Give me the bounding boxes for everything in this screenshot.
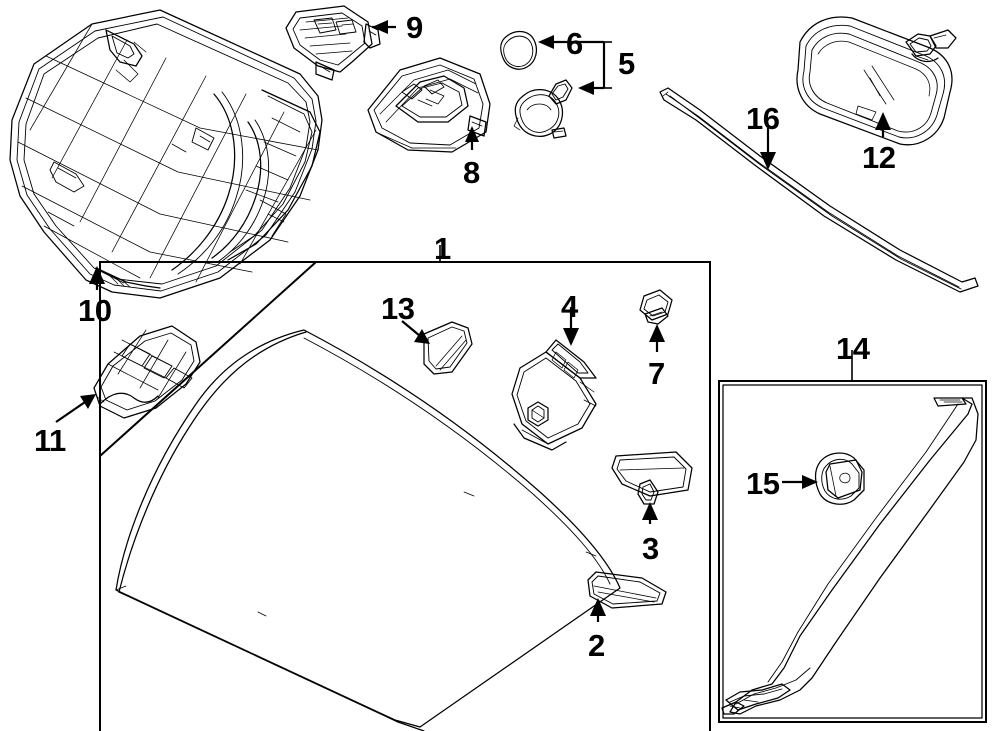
- group-box-windshield-outline: [99, 261, 711, 731]
- part-inside-rearview-mirror: [796, 16, 957, 146]
- leader-12: [875, 112, 891, 137]
- leader-2: [590, 598, 606, 622]
- callout-label-9: 9: [406, 10, 423, 45]
- group-box-windshield: [99, 261, 711, 731]
- part-console-mounting-bracket: [285, 5, 381, 81]
- part-headliner-panel: [9, 9, 323, 299]
- part-sensor-cover-cap: [423, 321, 473, 375]
- part-map-lamp-housing: [367, 57, 491, 153]
- part-front-pillar-trim-panel: [721, 397, 979, 715]
- leader-4: [563, 307, 579, 346]
- group-box-pillar-trim: [718, 380, 987, 723]
- part-lower-molding-dam: [587, 571, 667, 609]
- part-windshield-reveal-molding: [659, 87, 979, 293]
- callout-label-12: 12: [862, 140, 896, 175]
- part-retainer-clip: [639, 289, 673, 325]
- leader-8: [465, 126, 479, 150]
- leader-9: [372, 20, 396, 34]
- part-mirror-mount-cover: [500, 30, 537, 70]
- callout-label-15: 15: [746, 466, 780, 501]
- leader-6-5: [538, 35, 612, 95]
- callout-label-4: 4: [561, 289, 578, 324]
- callout-label-2: 2: [588, 628, 605, 663]
- callout-label-5: 5: [618, 46, 635, 81]
- leader-16: [760, 128, 776, 170]
- callout-label-3: 3: [642, 531, 659, 566]
- callout-label-7: 7: [648, 356, 665, 391]
- leader-15: [782, 475, 818, 489]
- part-windshield-glass: [115, 329, 621, 731]
- callout-label-11: 11: [34, 423, 66, 458]
- leader-11: [55, 394, 96, 423]
- leader-13: [401, 320, 430, 344]
- callout-label-14: 14: [836, 331, 870, 366]
- part-pillar-trim-clip: [814, 452, 865, 505]
- leader-3: [642, 502, 658, 524]
- part-upper-molding-spacer: [611, 451, 693, 505]
- callout-label-6: 6: [566, 26, 583, 61]
- callout-label-16: 16: [746, 101, 780, 136]
- part-visor-support-bracket: [93, 325, 201, 419]
- part-mirror-base-assembly: [513, 79, 573, 139]
- leader-7: [649, 324, 665, 352]
- callout-label-10: 10: [78, 293, 112, 328]
- part-rain-light-sensor: [511, 339, 597, 451]
- callout-label-8: 8: [463, 155, 480, 190]
- callout-label-13: 13: [381, 291, 415, 326]
- leader-10: [89, 266, 105, 290]
- callout-label-1: 1: [434, 231, 451, 266]
